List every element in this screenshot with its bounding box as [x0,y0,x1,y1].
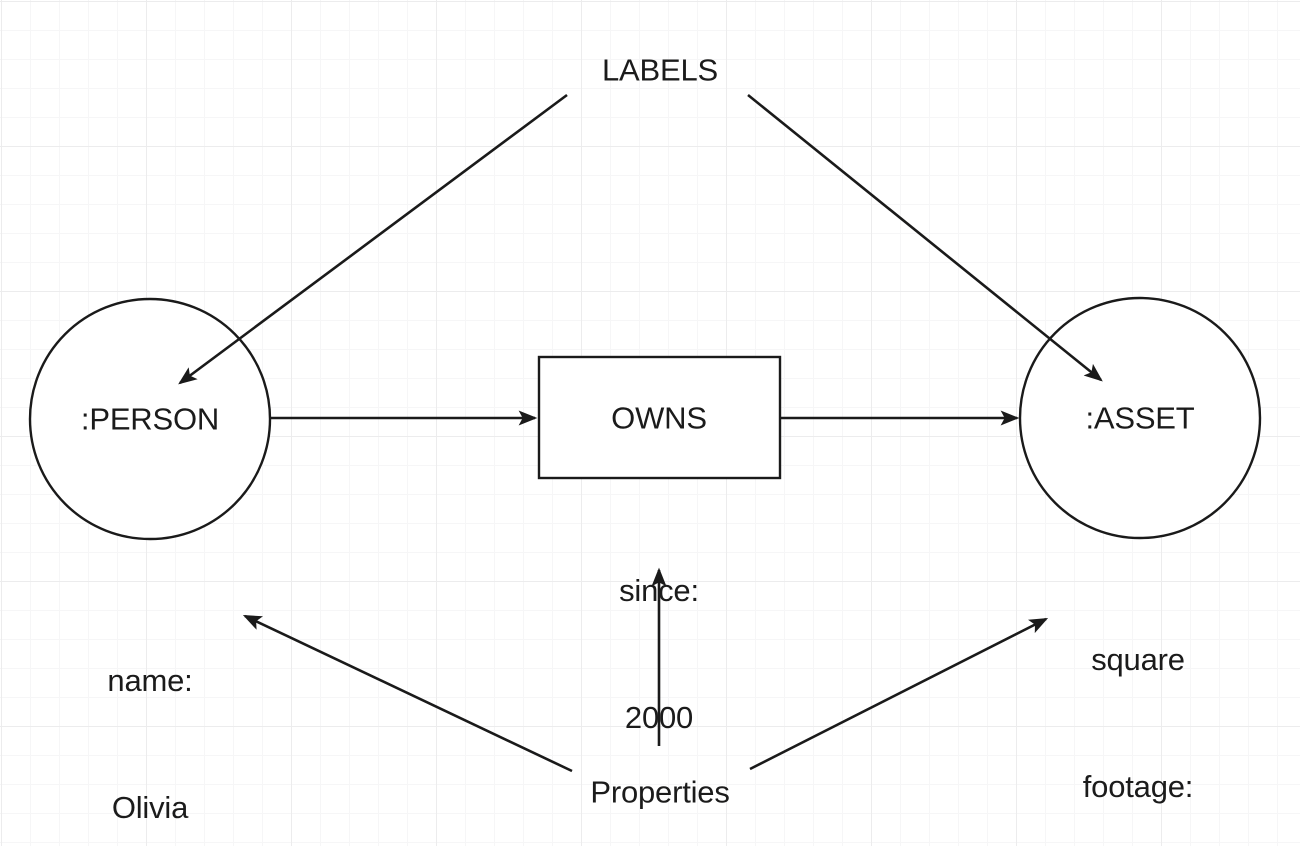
property-key-since: since: [619,573,699,609]
node-asset-circle[interactable] [1018,296,1262,540]
edge-properties-to-asset-property [749,617,1049,771]
relationship-owns-box[interactable] [537,355,782,480]
relationship-property-since: since: 2000 [619,486,699,823]
property-key-name: name: [107,663,193,699]
node-property-square-footage: square footage: 3000 [1082,555,1194,846]
property-value-since: 2000 [624,699,694,735]
node-label-asset: :ASSET [1085,400,1195,436]
annotation-properties: Properties [590,774,730,810]
node-label-person: :PERSON [80,401,220,437]
edge-labels-to-asset [747,93,1103,382]
property-key-square-footage-line2: footage: [1082,768,1194,804]
property-value-name: Olivia [111,789,189,825]
node-property-name: name: Olivia [107,576,192,846]
edge-labels-to-person [178,93,568,385]
annotation-labels: LABELS [602,52,718,88]
edge-properties-to-person-property [242,614,573,773]
property-key-square-footage-line1: square [1091,642,1185,678]
relationship-label-owns: OWNS [611,400,707,436]
